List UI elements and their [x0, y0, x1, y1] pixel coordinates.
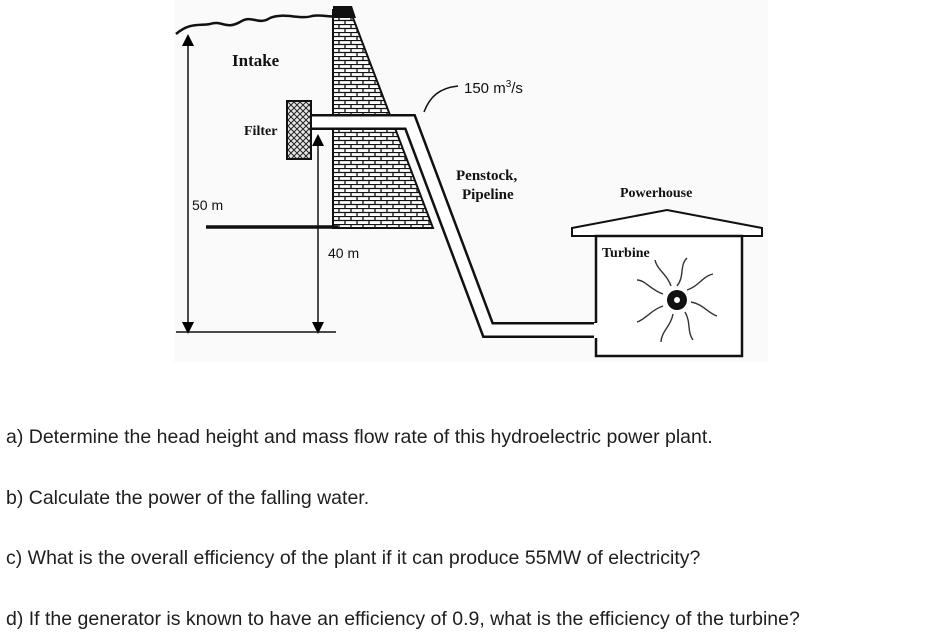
- pipe-entry-cover: [594, 323, 604, 338]
- turbine: [636, 257, 718, 343]
- height-40m-label: 40 m: [328, 245, 359, 261]
- dam-top: [333, 6, 356, 18]
- penstock-pipe-inner: [300, 116, 600, 336]
- hydro-plant-diagram: Intake Filter 150 m3/s Penstock, Pipelin…: [175, 6, 763, 358]
- flow-rate-leader: [423, 85, 459, 113]
- filter: [286, 100, 312, 160]
- question-a: a) Determine the head height and mass fl…: [6, 426, 713, 448]
- height-50m-label: 50 m: [192, 197, 223, 213]
- penstock-label-line2: Pipeline: [462, 187, 514, 203]
- powerhouse-roof: [571, 208, 763, 237]
- penstock-label-line1: Penstock,: [456, 168, 517, 184]
- powerhouse-label: Powerhouse: [620, 186, 692, 201]
- question-c: c) What is the overall efficiency of the…: [6, 547, 701, 569]
- turbine-label: Turbine: [602, 246, 650, 261]
- intake-label: Intake: [232, 51, 280, 70]
- reservoir-surface: [175, 14, 341, 35]
- question-b: b) Calculate the power of the falling wa…: [6, 487, 370, 509]
- flow-rate-label: 150 m3/s: [464, 79, 523, 97]
- filter-label: Filter: [244, 124, 277, 139]
- question-d: d) If the generator is known to have an …: [6, 608, 800, 630]
